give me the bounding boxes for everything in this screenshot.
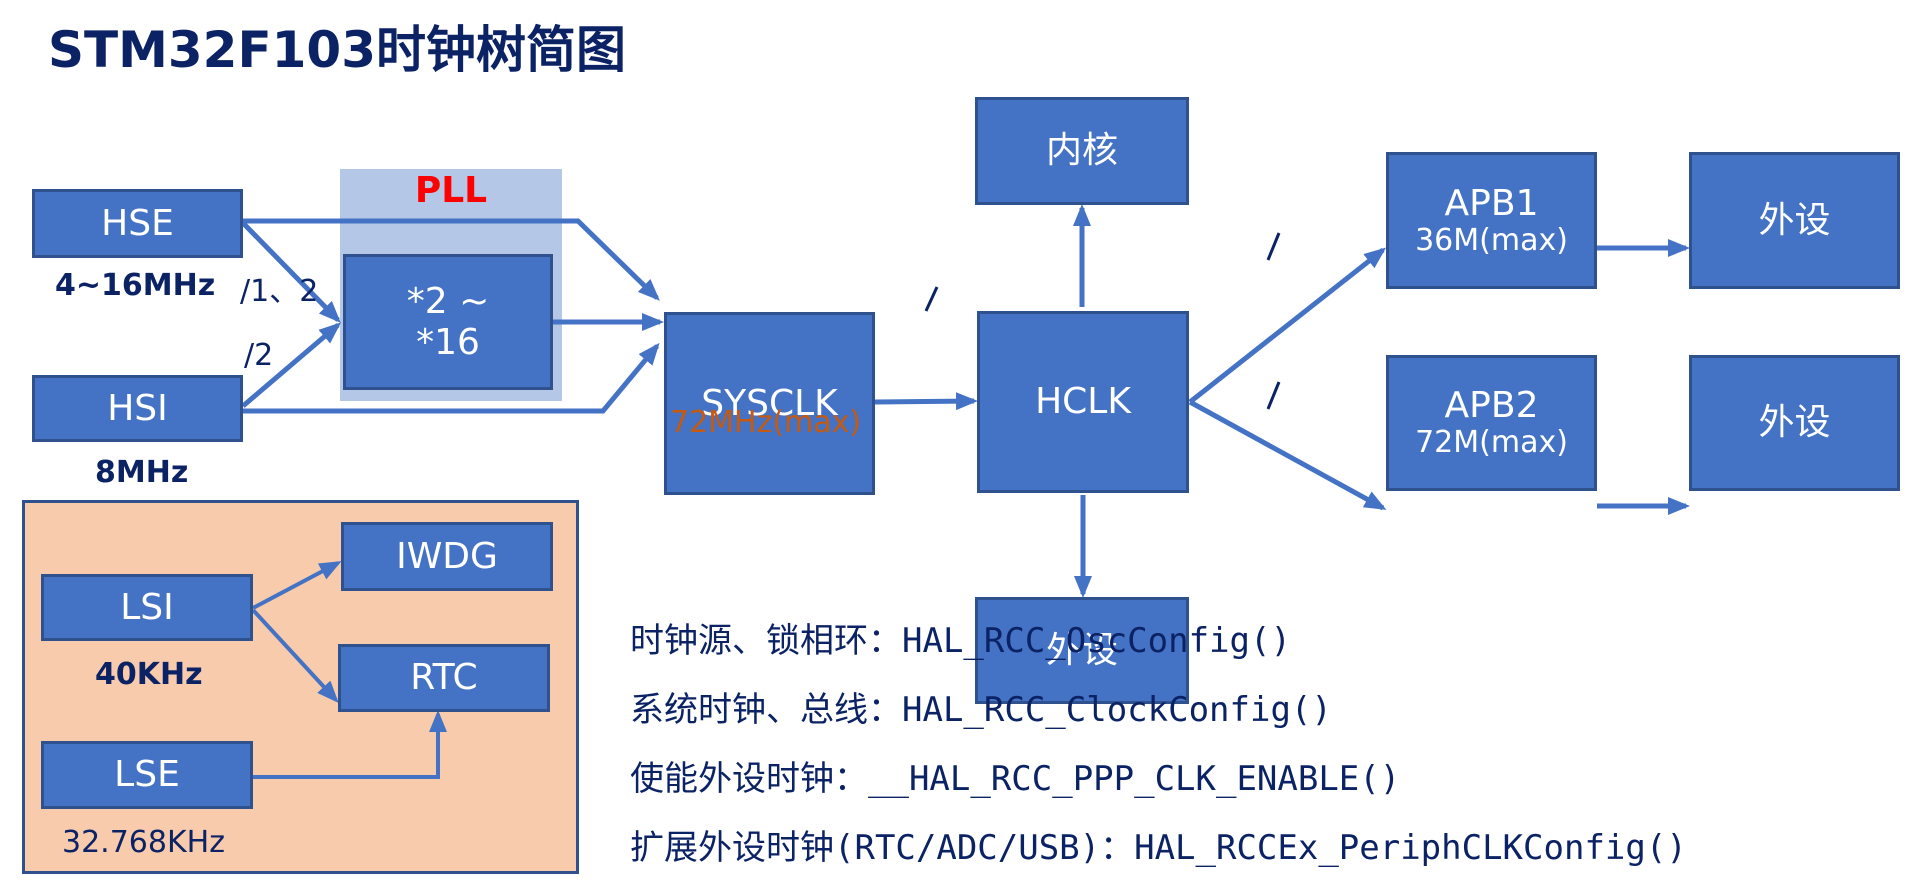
core-label: 内核	[1045, 130, 1118, 172]
hclk-box: HCLK	[977, 311, 1189, 493]
sysclk-box: SYSCLK	[664, 312, 875, 495]
wire-hse-pll	[241, 221, 341, 323]
apb2-label: APB2	[1444, 385, 1539, 427]
core-box: 内核	[975, 97, 1189, 205]
pll-label: PLL	[414, 170, 488, 211]
iwdg-box: IWDG	[341, 522, 553, 591]
hse-freq: 4~16MHz	[55, 268, 216, 303]
pll-mult-line1: *2 ~	[406, 280, 490, 322]
sysclk-freq: 72MHz(max)	[670, 405, 862, 440]
pll-mult-line2: *16	[416, 322, 480, 363]
pll-hsi-divider: /2	[244, 338, 274, 373]
api-clock-config: 系统时钟、总线：HAL_RCC_ClockConfig()	[630, 690, 1332, 730]
hsi-label: HSI	[107, 387, 168, 429]
wire-lsi-rtc	[251, 608, 339, 703]
apb2-box: APB2 72M(max)	[1386, 355, 1597, 491]
lsi-label: LSI	[120, 586, 174, 628]
apb1-label: APB1	[1444, 182, 1539, 224]
wire-lse-rtc	[252, 710, 447, 779]
apb1-divider-mark	[1266, 232, 1281, 261]
api-osc-config: 时钟源、锁相环：HAL_RCC_OscConfig()	[630, 621, 1291, 661]
rtc-box: RTC	[338, 644, 550, 712]
lse-box: LSE	[41, 741, 253, 809]
hse-box: HSE	[32, 189, 243, 258]
apb2-freq: 72M(max)	[1415, 425, 1568, 461]
hsi-box: HSI	[32, 375, 243, 442]
pll-multiplier-box: *2 ~ *16	[343, 254, 553, 390]
pll-hse-divider: /1、2	[240, 274, 319, 309]
apb1-periph-label: 外设	[1758, 199, 1831, 241]
apb1-periph-box: 外设	[1689, 152, 1900, 289]
hclk-periph-label: 外设	[1045, 629, 1118, 671]
wire-lsi-iwdg	[252, 561, 342, 610]
apb1-freq: 36M(max)	[1415, 222, 1568, 258]
wire-hclk-apb1	[1188, 247, 1387, 404]
apb1-box: APB1 36M(max)	[1386, 152, 1597, 289]
iwdg-label: IWDG	[396, 535, 498, 577]
hclk-label: HCLK	[1035, 381, 1131, 423]
ahb-divider-mark	[924, 286, 939, 312]
sysclk-label: SYSCLK	[701, 382, 838, 424]
lsi-box: LSI	[41, 574, 253, 641]
page-title: STM32F103时钟树简图	[48, 21, 626, 79]
lse-label: LSE	[114, 754, 180, 796]
apb2-periph-box: 外设	[1689, 355, 1900, 491]
api-periph-clk-enable: 使能外设时钟：__HAL_RCC_PPP_CLK_ENABLE()	[630, 759, 1401, 799]
hsi-freq: 8MHz	[95, 455, 189, 490]
api-periph-clk-config: 扩展外设时钟(RTC/ADC/USB)：HAL_RCCEx_PeriphCLKC…	[630, 828, 1687, 868]
wire-hsi-pll	[241, 322, 342, 408]
lse-freq: 32.768KHz	[62, 825, 225, 860]
apb2-periph-label: 外设	[1758, 402, 1831, 444]
wire-hse-sysclk	[243, 218, 660, 301]
lsi-freq: 40KHz	[95, 657, 203, 692]
hclk-periph-box: 外设	[975, 597, 1189, 704]
hse-label: HSE	[101, 202, 174, 244]
apb2-divider-mark	[1266, 381, 1281, 410]
wire-hclk-apb2	[1188, 399, 1387, 511]
rtc-label: RTC	[410, 657, 478, 699]
wire-hsi-sysclk	[243, 342, 660, 414]
wire-sysclk-hclk	[874, 392, 978, 411]
